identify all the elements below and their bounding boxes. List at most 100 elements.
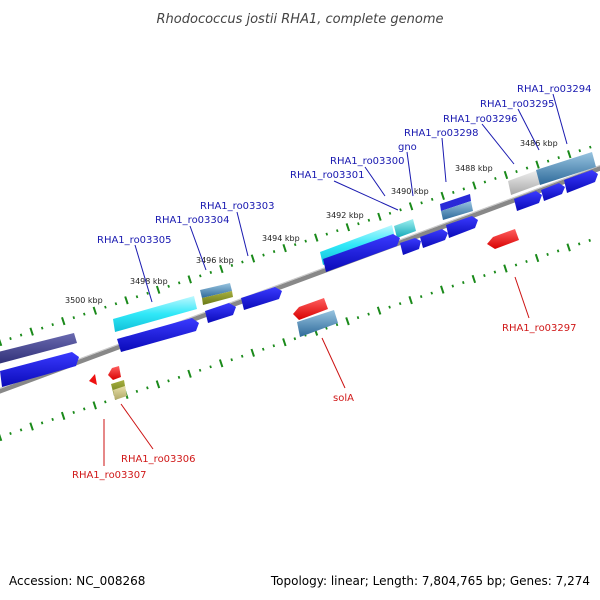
minor-tick xyxy=(356,316,360,320)
gene-label-RHA1_ro03300[interactable]: RHA1_ro03300 xyxy=(330,156,405,167)
forward-gene-arrow[interactable] xyxy=(241,287,282,310)
gene-feature-block[interactable] xyxy=(202,291,233,305)
minor-tick xyxy=(51,323,54,327)
gene-label-RHA1_ro03307[interactable]: RHA1_ro03307 xyxy=(72,470,147,481)
major-tick xyxy=(440,191,445,201)
forward-gene-arrow[interactable] xyxy=(541,183,565,201)
reverse-gene-arrow[interactable] xyxy=(89,374,97,385)
minor-tick xyxy=(325,326,328,330)
gene-label-RHA1_ro03306[interactable]: RHA1_ro03306 xyxy=(121,454,196,465)
gene-feature-block[interactable] xyxy=(394,219,416,238)
gene-feature-block[interactable] xyxy=(113,296,197,332)
minor-tick xyxy=(72,316,76,320)
major-tick xyxy=(440,285,445,294)
major-tick xyxy=(345,317,350,326)
minor-tick xyxy=(9,432,12,435)
reverse-gene-arrow[interactable] xyxy=(108,366,121,380)
gene-label-RHA1_ro03304[interactable]: RHA1_ro03304 xyxy=(155,215,230,226)
minor-tick xyxy=(167,379,170,383)
forward-gene-arrow[interactable] xyxy=(514,191,542,211)
minor-tick xyxy=(135,389,139,393)
minor-tick xyxy=(293,337,297,341)
gene-feature-block[interactable] xyxy=(536,152,596,185)
gene-label-solA[interactable]: solA xyxy=(333,393,354,404)
minor-tick xyxy=(419,295,423,299)
gene-label-RHA1_ro03295[interactable]: RHA1_ro03295 xyxy=(480,99,555,110)
forward-gene-arrow[interactable] xyxy=(400,238,421,255)
forward-strand-genes xyxy=(0,170,598,387)
gene-label-RHA1_ro03294[interactable]: RHA1_ro03294 xyxy=(517,84,592,95)
major-tick xyxy=(408,295,413,305)
minor-tick xyxy=(399,208,402,212)
major-tick xyxy=(61,316,66,326)
major-tick xyxy=(345,223,351,232)
minor-tick xyxy=(483,180,487,184)
major-tick xyxy=(503,264,508,273)
gene-label-RHA1_ro03301[interactable]: RHA1_ro03301 xyxy=(290,170,365,181)
minor-tick xyxy=(272,344,276,348)
major-tick xyxy=(472,181,477,190)
major-tick xyxy=(187,275,192,284)
reverse-gene-arrow[interactable] xyxy=(293,298,328,320)
gene-feature-block[interactable] xyxy=(441,201,473,220)
forward-gene-arrow[interactable] xyxy=(205,303,236,323)
minor-tick xyxy=(240,354,244,358)
minor-tick xyxy=(304,239,307,243)
minor-tick xyxy=(114,302,118,306)
minor-tick xyxy=(494,177,497,180)
bottom-label-leaders xyxy=(103,276,530,466)
minor-tick xyxy=(83,312,86,316)
major-tick xyxy=(155,285,161,294)
minor-tick xyxy=(430,291,434,295)
top-label-leaders xyxy=(134,93,568,303)
minor-tick xyxy=(398,302,402,306)
gene-label-gno[interactable]: gno xyxy=(398,142,417,153)
forward-gene-arrow[interactable] xyxy=(323,234,400,272)
minor-tick xyxy=(167,284,170,288)
minor-tick xyxy=(493,270,497,274)
major-tick xyxy=(218,359,224,368)
major-tick xyxy=(155,380,161,389)
forward-gene-arrow[interactable] xyxy=(446,216,478,238)
gene-feature-block[interactable] xyxy=(440,194,471,211)
gene-label-RHA1_ro03298[interactable]: RHA1_ro03298 xyxy=(404,128,479,139)
minor-tick xyxy=(104,400,107,404)
minor-tick xyxy=(577,242,581,246)
gene-feature-block[interactable] xyxy=(297,310,338,337)
minor-tick xyxy=(241,260,244,264)
gene-feature-block[interactable] xyxy=(113,386,127,400)
forward-gene-arrow[interactable] xyxy=(420,229,448,248)
major-tick xyxy=(60,411,66,421)
gene-label-RHA1_ro03303[interactable]: RHA1_ro03303 xyxy=(200,201,275,212)
minor-tick xyxy=(293,243,297,247)
major-tick xyxy=(29,327,34,336)
scale-label: 3494 kbp xyxy=(262,234,300,243)
minor-tick xyxy=(388,305,391,309)
minor-tick xyxy=(209,365,212,369)
minor-tick xyxy=(367,218,371,222)
minor-tick xyxy=(51,417,54,422)
gene-feature-block[interactable] xyxy=(508,170,541,195)
upper-scale-ticks xyxy=(0,145,592,347)
gene-label-RHA1_ro03305[interactable]: RHA1_ro03305 xyxy=(97,235,172,246)
minor-tick xyxy=(525,260,528,263)
forward-gene-arrow[interactable] xyxy=(564,170,598,193)
gene-feature-block[interactable] xyxy=(200,283,232,298)
gene-label-RHA1_ro03296[interactable]: RHA1_ro03296 xyxy=(443,114,518,125)
minor-tick xyxy=(546,159,550,163)
minor-tick xyxy=(557,156,560,160)
minor-tick xyxy=(430,197,434,201)
major-tick xyxy=(250,348,255,357)
major-tick xyxy=(282,243,287,253)
scale-label: 3498 kbp xyxy=(130,277,168,286)
forward-gene-arrow[interactable] xyxy=(0,352,79,387)
minor-tick xyxy=(198,368,202,372)
minor-tick xyxy=(230,358,233,362)
forward-gene-arrow[interactable] xyxy=(117,318,199,352)
minor-tick xyxy=(336,229,339,233)
gene-label-RHA1_ro03297[interactable]: RHA1_ro03297 xyxy=(502,323,577,334)
genome-backbone-highlight xyxy=(0,164,600,389)
reverse-gene-arrow[interactable] xyxy=(487,229,519,249)
gene-feature-block[interactable] xyxy=(0,333,77,364)
genome-summary-text: Topology: linear; Length: 7,804,765 bp; … xyxy=(270,574,590,588)
